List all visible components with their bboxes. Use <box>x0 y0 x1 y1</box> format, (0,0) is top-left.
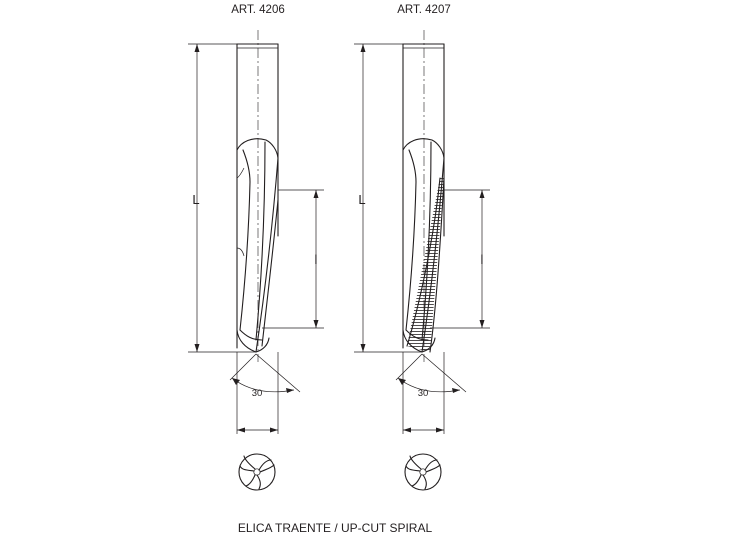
flute-4206 <box>236 138 279 353</box>
dimension-l-label-4206: l <box>315 252 318 267</box>
flute-4207 <box>402 138 445 353</box>
tool-art-4206: ART. 4206 <box>188 4 324 491</box>
shank-4207 <box>402 43 445 349</box>
end-view-4206 <box>238 453 276 491</box>
article-label-4207: ART. 4207 <box>397 4 451 16</box>
dimension-diameter-4206 <box>236 400 279 434</box>
angle-label-4206: 30 <box>252 388 263 399</box>
dimension-L-4206: L <box>188 43 256 353</box>
dimension-l-4207: l <box>430 189 490 329</box>
end-view-4207 <box>404 453 442 491</box>
angle-30-4206: 30 <box>229 352 301 400</box>
angle-30-4207: 30 <box>395 352 467 400</box>
dimension-L-label-4206: L <box>192 192 199 207</box>
dimension-L-label-4207: L <box>358 192 365 207</box>
angle-label-4207: 30 <box>418 388 429 399</box>
dimension-L-4207: L <box>354 43 422 353</box>
dimension-diameter-4207 <box>402 400 445 434</box>
drawing-caption: ELICA TRAENTE / UP-CUT SPIRAL <box>238 521 433 535</box>
article-label-4206: ART. 4206 <box>231 4 285 16</box>
dimension-l-label-4207: l <box>481 252 484 267</box>
tool-art-4207: ART. 4207 <box>354 4 490 491</box>
dimension-l-4206: l <box>262 189 324 329</box>
